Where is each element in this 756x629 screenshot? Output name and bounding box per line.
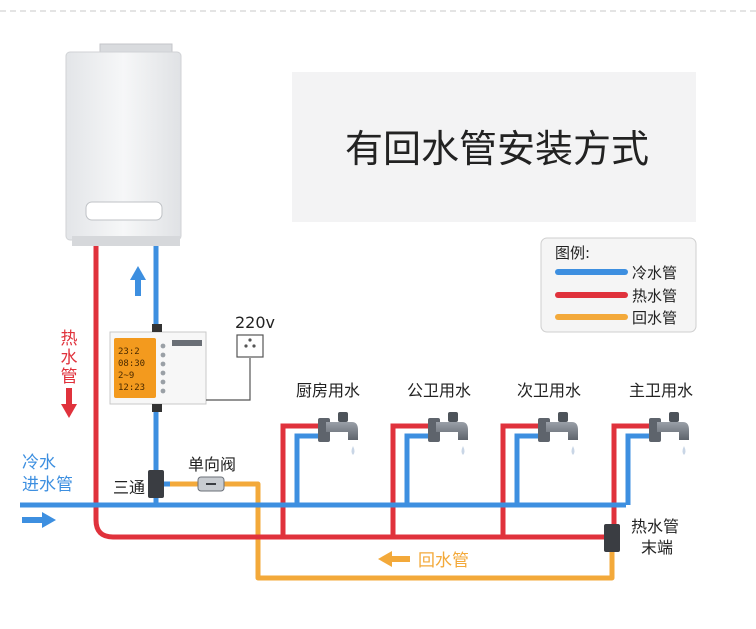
circulation-pump-controller: 23:2 08:30 2~9 12:23: [109, 324, 207, 412]
cold-inlet-label-2: 进水管: [22, 475, 73, 495]
legend-heading: 图例:: [555, 244, 590, 262]
controller-screen: [114, 338, 156, 398]
hot-riser-kitchen: [280, 423, 320, 537]
arrow-right-blue: [22, 512, 56, 528]
cold-riser-public-bath: [404, 433, 430, 505]
power-socket: [236, 334, 264, 358]
outlet-label-public-bath: 公卫用水: [407, 381, 471, 400]
faucet-public-bath: [428, 412, 468, 455]
faucet-second-bath: [538, 412, 578, 455]
socket-hole-3: [248, 338, 252, 342]
hot-riser-master-bath: [611, 423, 651, 537]
hot-end-fitting: [604, 524, 620, 552]
faucet-master-bath: [649, 412, 689, 455]
cold-riser-master-bath: [625, 433, 651, 505]
arrow-down-red: [61, 388, 77, 418]
power-cable: [206, 358, 251, 401]
legend: 图例: 冷水管 热水管 回水管: [540, 237, 697, 333]
hot-end-label-1: 热水管: [631, 517, 679, 536]
cold-riser-kitchen: [294, 433, 320, 505]
outlet-label-master-bath: 主卫用水: [629, 381, 693, 400]
arrow-up-blue: [130, 266, 146, 296]
outlet-label-second-bath: 次卫用水: [517, 381, 581, 400]
controller-bottom-fitting: [152, 404, 162, 412]
controller-top-fitting: [152, 324, 162, 332]
cold-inlet-label-1: 冷水: [22, 453, 56, 473]
socket-hole-1: [244, 344, 248, 348]
hot-end-label-2: 末端: [641, 538, 673, 557]
hot-riser-second-bath: [500, 423, 540, 537]
title-panel: [292, 72, 696, 222]
screen-line-4: 12:23: [118, 383, 145, 393]
voltage-label: 220v: [235, 313, 275, 332]
tee-fitting: [148, 470, 164, 498]
hot-pipe-main: [93, 246, 612, 540]
hot-pipe-label-3: 管: [61, 367, 78, 387]
outlet-label-kitchen: 厨房用水: [296, 381, 360, 400]
return-pipe: [170, 481, 615, 581]
page-title: 有回水管安装方式: [345, 127, 649, 171]
screen-line-1: 23:2: [118, 347, 140, 357]
controller-brand-plate: [172, 340, 202, 346]
cold-riser-second-bath: [514, 433, 540, 505]
legend-box: [540, 237, 697, 333]
heater-display-window: [85, 201, 163, 221]
hot-pipe-label-1: 热: [61, 329, 78, 349]
controller-buttons: [160, 343, 166, 394]
legend-label-cold: 冷水管: [632, 264, 677, 282]
legend-label-hot: 热水管: [632, 287, 677, 305]
water-heater: [65, 43, 182, 246]
faucet-kitchen: [318, 412, 358, 455]
legend-label-return: 回水管: [632, 309, 677, 327]
tee-label: 三通: [113, 478, 145, 497]
return-pipe-label: 回水管: [418, 551, 469, 571]
heater-bottom: [72, 236, 180, 246]
socket-hole-2: [252, 344, 256, 348]
screen-line-2: 08:30: [118, 359, 145, 369]
hot-pipe-label-2: 水: [61, 348, 78, 368]
screen-line-3: 2~9: [118, 371, 134, 381]
check-valve-label: 单向阀: [188, 455, 236, 474]
arrow-left-orange: [378, 551, 410, 567]
hot-riser-public-bath: [390, 423, 430, 537]
